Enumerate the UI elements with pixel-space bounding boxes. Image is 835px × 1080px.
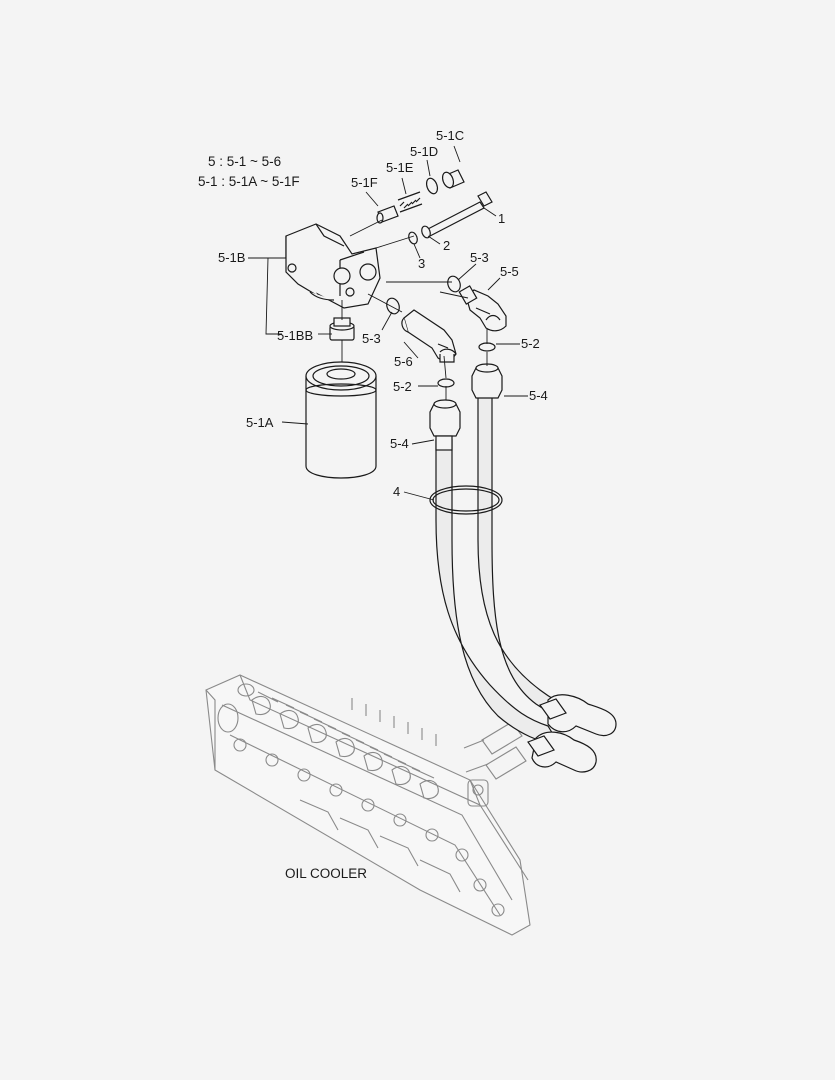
o-ring-5-3-top [447,275,461,293]
hose-assemblies [429,363,617,773]
label-5-1e: 5-1E [386,160,414,175]
filter-cartridge-5-1a [305,361,377,479]
label-5-2-top: 5-2 [521,336,540,351]
part-labels: 5 : 5-1 ~ 5-6 5-1 : 5-1A ~ 5-1F 5-1C 5-1… [198,128,548,881]
label-2: 2 [443,238,450,253]
cooler-fittings [463,721,527,780]
label-3: 3 [418,256,425,271]
label-5-1d: 5-1D [410,144,438,159]
spring-5-1e [397,191,423,213]
o-ring-5-2-top [478,342,496,352]
fitting-5-4-left [429,399,461,451]
label-5-4-left: 5-4 [390,436,409,451]
label-5-4-right: 5-4 [529,388,548,403]
label-5-1b: 5-1B [218,250,245,265]
plug-5-1c [441,169,465,189]
label-4: 4 [393,484,400,499]
legend-line-2: 5-1 : 5-1A ~ 5-1F [198,174,300,189]
bolt-1 [425,191,493,237]
o-ring-5-2-bottom [437,378,455,388]
label-oil-cooler: OIL COOLER [285,866,367,881]
nipple-5-1bb [329,317,355,341]
label-1: 1 [498,211,505,226]
label-5-2-bottom: 5-2 [393,379,412,394]
elbow-fittings [401,285,507,363]
washer-3 [408,231,418,245]
fitting-5-4-right [471,363,503,399]
label-5-5: 5-5 [500,264,519,279]
label-5-3-bottom: 5-3 [362,331,381,346]
o-ring-5-1d [425,177,439,195]
label-5-3-top: 5-3 [470,250,489,265]
oil-cooler-assembly [205,674,531,936]
o-ring-5-3-bottom [386,297,400,315]
label-5-1a: 5-1A [246,415,274,430]
elbow-5-6 [401,309,457,363]
leader-lines [281,145,528,501]
label-5-1c: 5-1C [436,128,464,143]
hose-right [477,394,577,725]
filter-head-5-1b [285,223,381,309]
label-5-6: 5-6 [394,354,413,369]
guide-lines [248,219,488,400]
label-5-1f: 5-1F [351,175,378,190]
legend-line-1: 5 : 5-1 ~ 5-6 [208,154,281,169]
label-5-1bb: 5-1BB [277,328,313,343]
washer-2 [421,225,431,239]
elbow-5-5 [458,285,507,332]
